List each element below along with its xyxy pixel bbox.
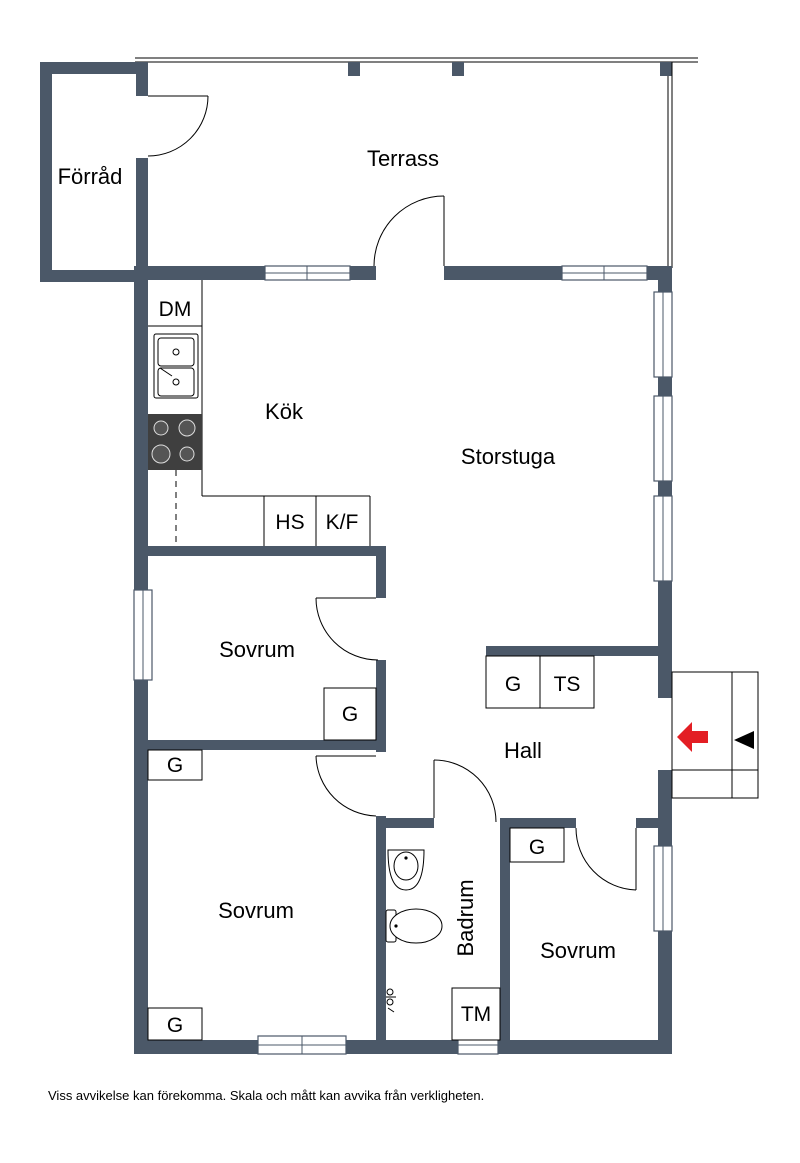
washing-machine-box — [451, 987, 501, 1041]
room-label-hall: Hall — [504, 738, 542, 763]
room-label-storstuga: Storstuga — [461, 444, 556, 469]
appliance-label-g-sovrum-3: G — [529, 836, 545, 859]
room-label-terrass: Terrass — [367, 146, 439, 171]
terrace-structure — [135, 57, 698, 268]
stove-icon — [148, 414, 202, 470]
appliance-label-kf: K/F — [326, 511, 359, 534]
appliance-label-g-sovrum-2-bottom: G — [167, 1014, 183, 1037]
appliance-label-g-sovrum-2-top: G — [167, 754, 183, 777]
storage-walls — [40, 62, 148, 282]
washbasin-icon — [387, 849, 425, 891]
room-label-sovrum-1: Sovrum — [219, 637, 295, 662]
disclaimer-text: Viss avvikelse kan förekomma. Skala och … — [48, 1088, 485, 1103]
storage-door — [147, 95, 209, 157]
appliance-label-hs: HS — [275, 511, 304, 534]
windows — [133, 265, 673, 1055]
sink-icon — [153, 333, 199, 399]
room-label-kok: Kök — [265, 399, 304, 424]
appliance-label-ts: TS — [554, 673, 581, 696]
appliance-label-g-hall: G — [505, 673, 521, 696]
appliance-labels: DM HS K/F G TS G G G G TM — [159, 298, 581, 1037]
entrance-arrow-icon — [677, 722, 754, 752]
room-label-sovrum-3: Sovrum — [540, 938, 616, 963]
room-labels: Förråd Terrass Kök Storstuga Sovrum Hall… — [58, 146, 616, 963]
room-label-sovrum-2: Sovrum — [218, 898, 294, 923]
room-label-badrum: Badrum — [453, 879, 478, 956]
appliance-boxes-kitchen — [263, 496, 317, 546]
appliance-label-g-sovrum-1: G — [342, 703, 358, 726]
appliance-label-dm: DM — [159, 298, 192, 321]
toilet-icon — [385, 908, 443, 944]
shower-icon — [386, 988, 396, 1013]
appliance-label-tm: TM — [461, 1003, 491, 1026]
hall-closets — [485, 655, 595, 709]
room-label-forrad: Förråd — [58, 164, 123, 189]
bedroom-closets — [147, 687, 565, 1041]
